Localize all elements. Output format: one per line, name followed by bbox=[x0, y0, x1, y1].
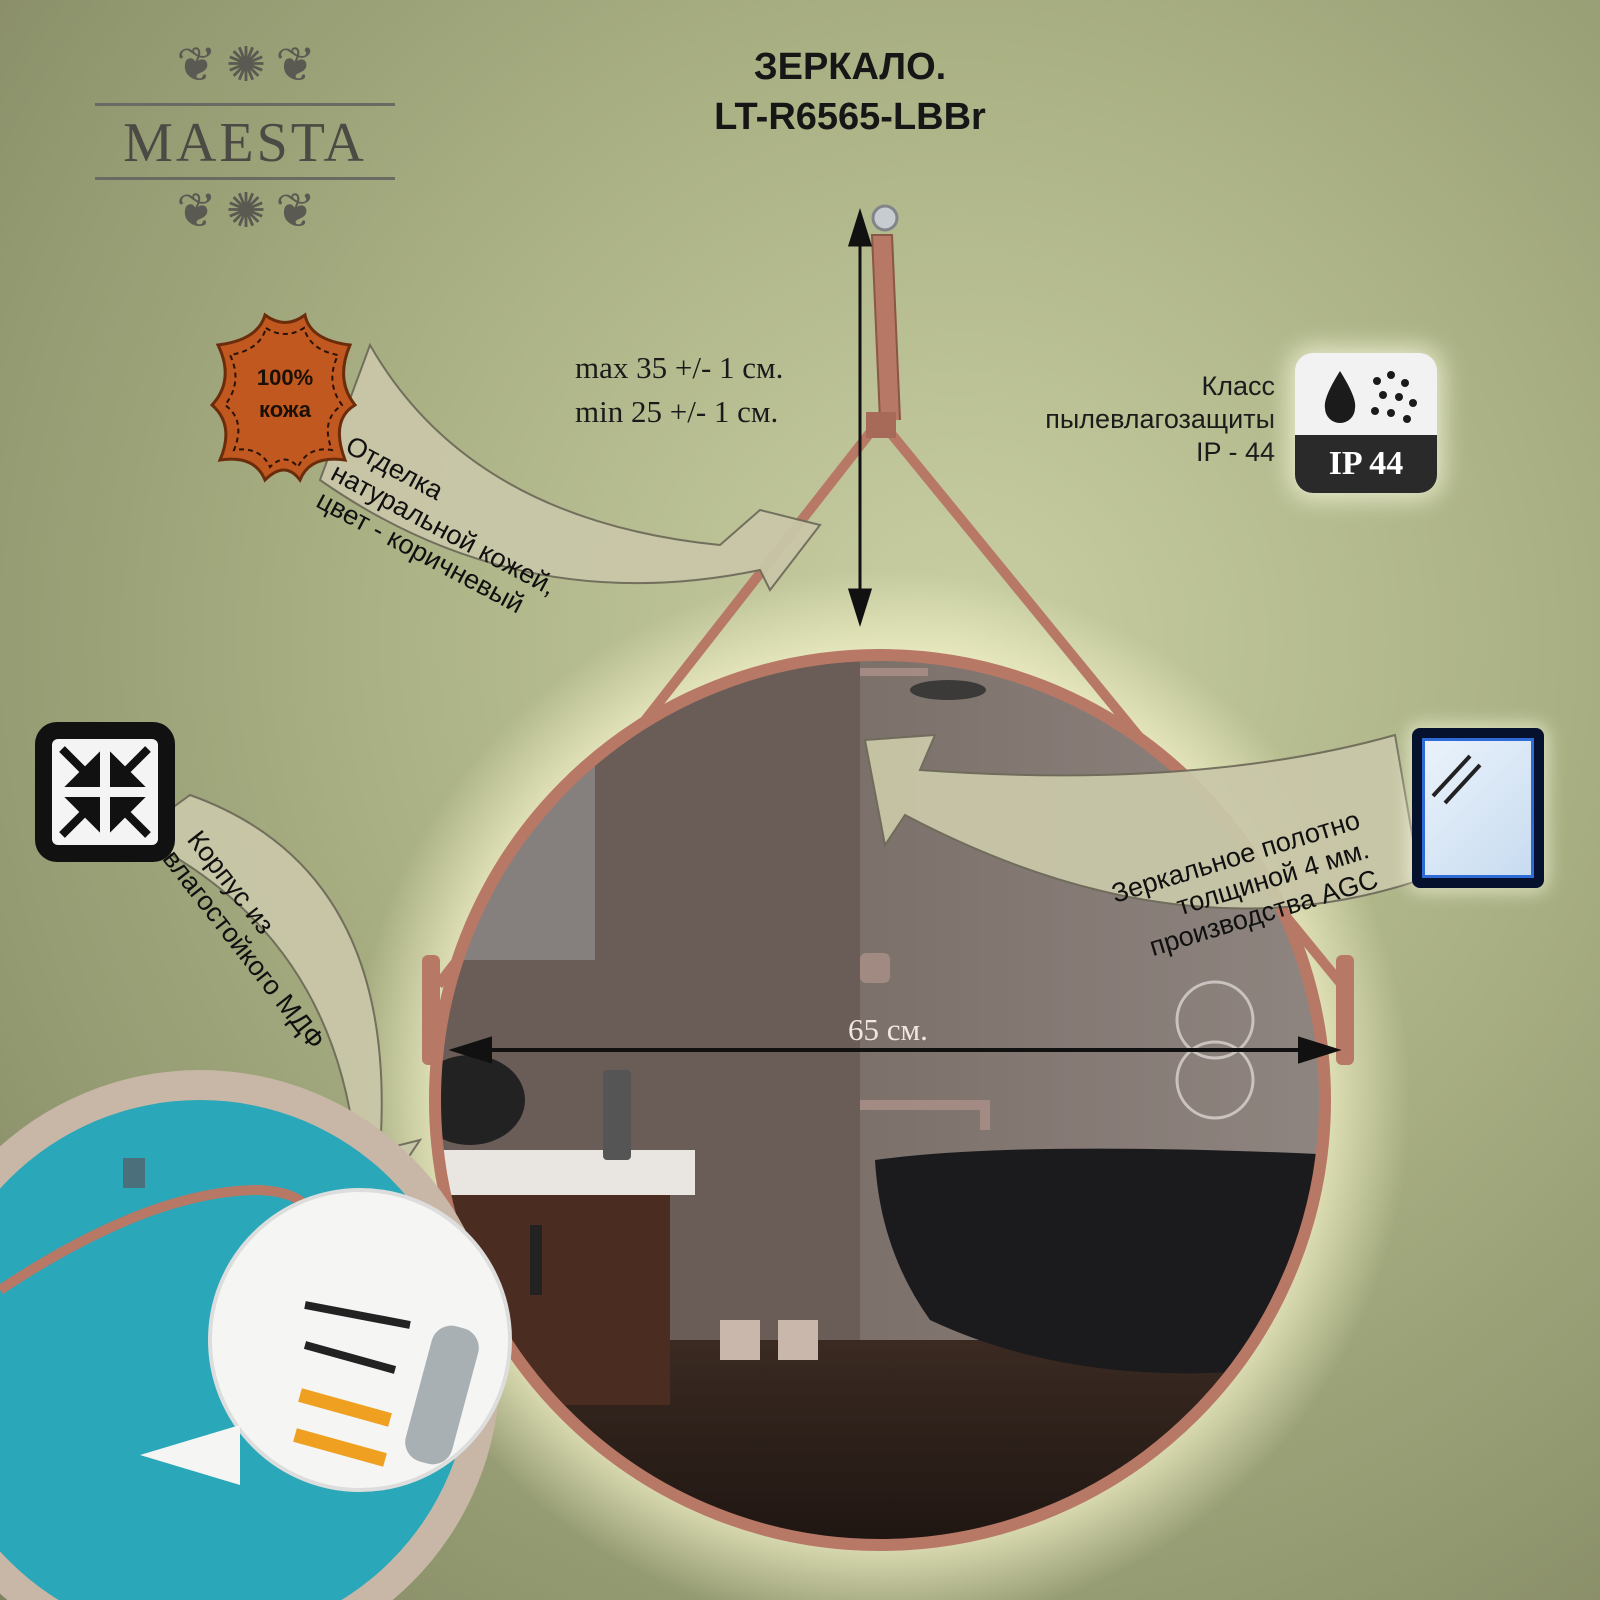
leather-word-text: кожа bbox=[259, 397, 311, 422]
ip-label-line-1: Класс bbox=[1201, 371, 1276, 401]
hook-icon bbox=[871, 204, 899, 232]
logo-rule-top bbox=[95, 103, 395, 106]
glass-callout-arrow bbox=[863, 733, 1422, 910]
glass-pane-icon bbox=[1412, 728, 1544, 888]
title-line-2: LT-R6565-LBBr bbox=[714, 96, 986, 138]
height-dimension-label: max 35 +/- 1 см. min 25 +/- 1 см. bbox=[575, 346, 783, 434]
mirror-frame bbox=[429, 649, 1331, 1551]
width-dimension-arrow bbox=[448, 1036, 1342, 1064]
ip-label-line-3: IP - 44 bbox=[1195, 437, 1275, 467]
compress-arrows-icon bbox=[35, 722, 175, 862]
leather-hide-icon: 100% кожа bbox=[210, 310, 360, 485]
ip-badge-text: IP 44 bbox=[1295, 435, 1437, 493]
leather-percent-text: 100% bbox=[256, 365, 314, 390]
right-buckle bbox=[1336, 955, 1354, 1065]
ip-rating-label: Класс пылевлагозащиты IP - 44 bbox=[995, 370, 1275, 469]
water-dust-icon: IP 44 bbox=[1295, 353, 1437, 493]
ip-label-line-2: пылевлагозащиты bbox=[1045, 404, 1275, 434]
height-dimension-arrow bbox=[847, 207, 873, 628]
width-dimension-label: 65 см. bbox=[848, 1012, 928, 1047]
height-min-text: min 25 +/- 1 см. bbox=[575, 394, 779, 429]
product-title: ЗЕРКАЛО. LT-R6565-LBBr bbox=[650, 42, 1050, 142]
back-panel-detail bbox=[0, 1070, 512, 1600]
drop-and-dust-icon bbox=[1324, 371, 1417, 423]
title-line-1: ЗЕРКАЛО. bbox=[753, 46, 947, 88]
leather-callout-arrow bbox=[318, 342, 822, 592]
height-max-text: max 35 +/- 1 см. bbox=[575, 350, 784, 385]
brand-name: MAESTA bbox=[123, 112, 367, 174]
brand-logo: ❦ ✺ ❦ MAESTA ❦ ✺ ❦ bbox=[95, 35, 395, 245]
ornament-top-icon: ❦ ✺ ❦ bbox=[176, 39, 315, 92]
ornament-bottom-icon: ❦ ✺ ❦ bbox=[176, 185, 315, 238]
logo-rule-bottom bbox=[95, 177, 395, 180]
left-buckle bbox=[422, 955, 440, 1065]
